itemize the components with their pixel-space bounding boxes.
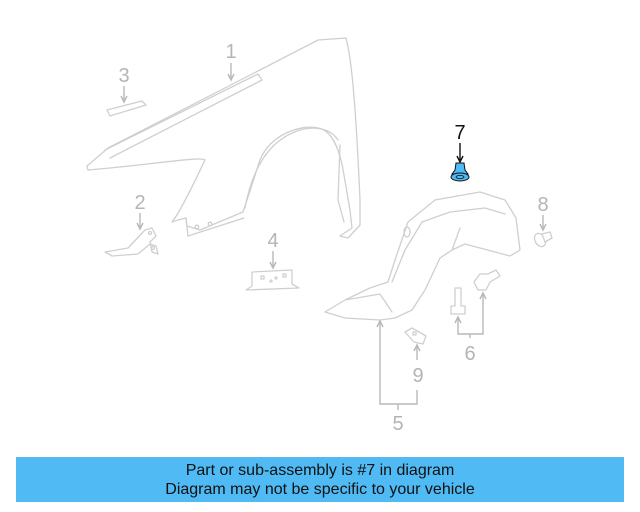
banner-disclaimer: Diagram may not be specific to your vehi… [165, 480, 475, 498]
callout-6: 6 [464, 343, 475, 365]
part-6-bolts[interactable] [450, 269, 501, 315]
part-8-push-pin[interactable] [532, 231, 553, 248]
banner-part-info: Part or sub-assembly is #7 in diagram [185, 461, 455, 479]
part-7-fastener-highlighted[interactable] [450, 162, 470, 182]
info-banner: Part or sub-assembly is #7 in diagram Di… [16, 457, 624, 502]
callout-5: 5 [392, 413, 403, 435]
parts-diagram: 1 3 2 4 5 9 6 [86, 37, 553, 435]
callout-3: 3 [118, 65, 129, 87]
part-5-fender-liner[interactable] [324, 191, 521, 321]
callout-2: 2 [134, 192, 145, 214]
part-4-plate[interactable] [245, 269, 300, 291]
part-9-clip[interactable] [404, 327, 427, 345]
callout-4: 4 [267, 230, 278, 252]
callout-1: 1 [225, 41, 236, 63]
part-2-bracket[interactable] [104, 227, 159, 257]
callout-7: 7 [454, 122, 465, 144]
part-1-fender[interactable] [86, 37, 361, 239]
callout-8: 8 [537, 194, 548, 216]
callout-9: 9 [412, 365, 423, 387]
part-3-strip[interactable] [106, 100, 147, 117]
